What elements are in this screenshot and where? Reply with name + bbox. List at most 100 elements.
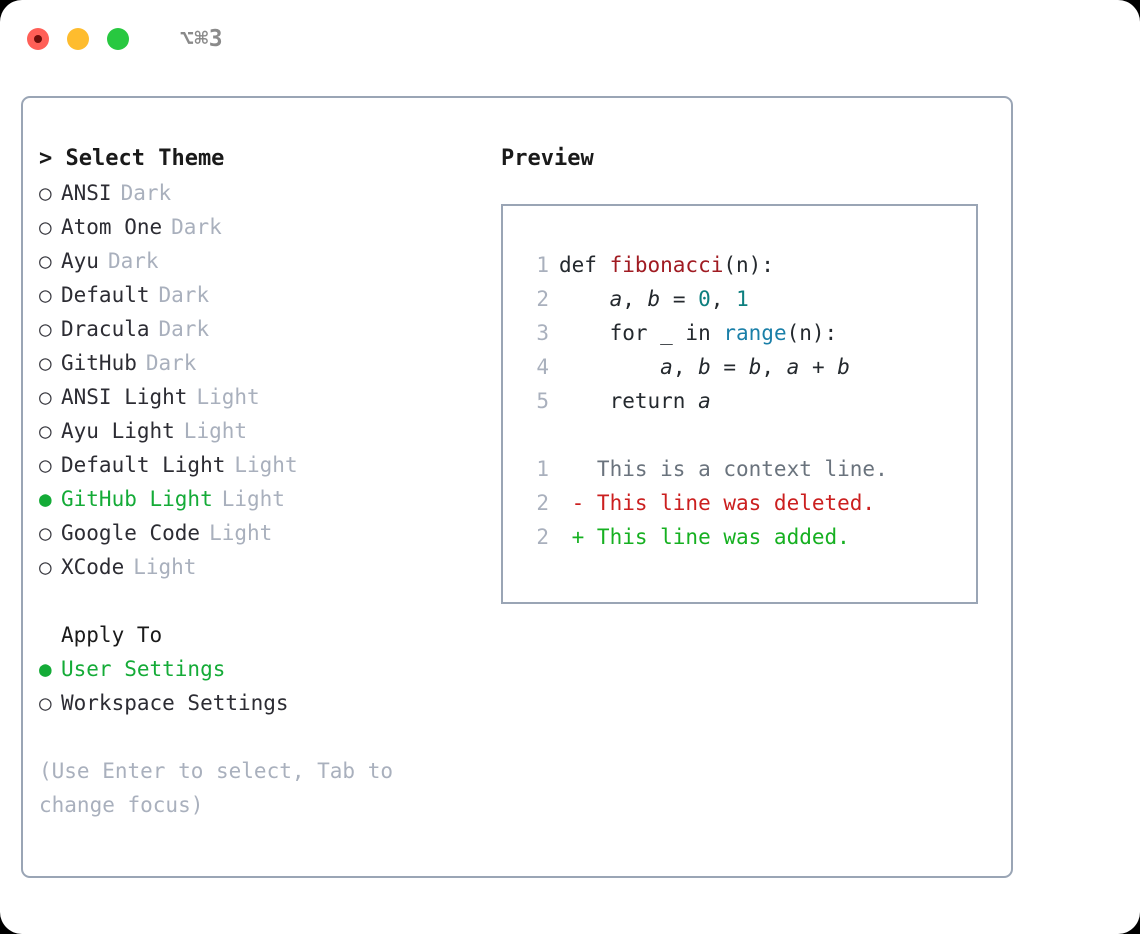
line-number: 1	[536, 457, 549, 481]
theme-option-badge: Dark	[120, 181, 172, 205]
diff-sample: 1 This is a context line.2 - This line w…	[521, 452, 976, 554]
line-number: 5	[536, 389, 549, 413]
keyboard-hint-text: (Use Enter to select, Tab to change focu…	[39, 759, 394, 817]
code-token: 1	[736, 287, 749, 311]
select-theme-header: > Select Theme	[39, 146, 225, 171]
theme-option-label: Default	[61, 283, 150, 307]
line-number: 4	[536, 355, 549, 379]
apply-to-option[interactable]: ● User Settings	[39, 652, 499, 686]
apply-to-list: ● User Settings ○ Workspace Settings	[39, 652, 499, 720]
code-token: +	[799, 355, 838, 379]
code-token: ,	[761, 355, 787, 379]
radio-selected-icon: ●	[39, 657, 52, 681]
radio-selected-icon: ●	[39, 487, 52, 511]
diff-text: This is a context line.	[559, 457, 888, 481]
radio-unselected-icon: ○	[39, 283, 52, 307]
theme-option-badge: Dark	[158, 283, 210, 307]
radio-unselected-icon: ○	[39, 521, 52, 545]
code-token: (n):	[786, 321, 838, 345]
line-number: 2	[536, 491, 549, 515]
radio-unselected-icon: ○	[39, 181, 52, 205]
radio-unselected-icon: ○	[39, 555, 52, 579]
theme-option-label: Atom One	[61, 215, 163, 239]
diff-spacer	[521, 418, 976, 452]
code-token: (n):	[723, 253, 774, 277]
apply-to-header: Apply To	[61, 623, 163, 647]
theme-option[interactable]: ○ ANSI Dark	[39, 176, 499, 210]
theme-option-label: Ayu Light	[61, 419, 175, 443]
theme-option-label: Google Code	[61, 521, 201, 545]
code-token: ,	[622, 287, 648, 311]
titlebar: ⌥⌘3	[0, 0, 1140, 78]
code-token: a	[660, 355, 673, 379]
code-token: for _ in	[559, 321, 724, 345]
radio-unselected-icon: ○	[39, 351, 52, 375]
apply-to-option-label: User Settings	[61, 657, 226, 681]
theme-option-label: ANSI Light	[61, 385, 188, 409]
minimize-button[interactable]	[67, 28, 89, 50]
apply-to-option-label: Workspace Settings	[61, 691, 289, 715]
radio-unselected-icon: ○	[39, 317, 52, 341]
theme-option-badge: Light	[234, 453, 298, 477]
close-button[interactable]	[27, 28, 49, 50]
code-token: range	[723, 321, 787, 345]
line-number: 1	[536, 253, 549, 277]
code-token: b	[698, 355, 711, 379]
theme-option-badge: Light	[183, 419, 248, 443]
theme-option-badge: Light	[221, 487, 285, 511]
theme-option-label: GitHub Light	[61, 487, 213, 511]
code-token: =	[660, 287, 699, 311]
theme-option-label: ANSI	[61, 181, 112, 205]
theme-option[interactable]: ● GitHub Light Light	[39, 482, 499, 516]
theme-option[interactable]: ○ Ayu Light Light	[39, 414, 499, 448]
radio-unselected-icon: ○	[39, 385, 52, 409]
code-token: a	[698, 389, 711, 413]
theme-option[interactable]: ○ Default Dark	[39, 278, 499, 312]
theme-option[interactable]: ○ Ayu Dark	[39, 244, 499, 278]
theme-option-badge: Light	[209, 521, 273, 545]
radio-unselected-icon: ○	[39, 419, 52, 443]
code-line: 3 for _ in range(n):	[521, 316, 976, 350]
diff-line: 2 - This line was deleted.	[521, 486, 976, 520]
theme-option-badge: Dark	[171, 215, 222, 239]
theme-option-badge: Dark	[145, 351, 197, 375]
code-token: ,	[672, 355, 699, 379]
radio-unselected-icon: ○	[39, 249, 52, 273]
theme-option[interactable]: ○ Default Light Light	[39, 448, 499, 482]
theme-option-label: Ayu	[61, 249, 99, 273]
code-token: b	[748, 355, 762, 379]
code-token	[559, 355, 660, 379]
theme-option-badge: Dark	[107, 249, 159, 273]
maximize-button[interactable]	[107, 28, 129, 50]
keyboard-shortcut-label: ⌥⌘3	[180, 26, 224, 52]
line-number: 2	[536, 525, 549, 549]
diff-line: 2 + This line was added.	[521, 520, 976, 554]
code-token: 0	[698, 287, 711, 311]
diff-line: 1 This is a context line.	[521, 452, 976, 486]
preview-title: Preview	[501, 146, 594, 171]
diff-text: - This line was deleted.	[559, 491, 876, 515]
code-token: =	[710, 355, 749, 379]
apply-to-option[interactable]: ○ Workspace Settings	[39, 686, 499, 720]
code-token: def	[559, 253, 610, 277]
line-number: 3	[536, 321, 549, 345]
theme-option-label: Default Light	[61, 453, 226, 477]
theme-option[interactable]: ○ Google Code Light	[39, 516, 499, 550]
code-line: 5 return a	[521, 384, 976, 418]
diff-text: + This line was added.	[559, 525, 850, 549]
radio-unselected-icon: ○	[39, 453, 52, 477]
radio-unselected-icon: ○	[39, 691, 52, 715]
code-token: return	[559, 389, 699, 413]
